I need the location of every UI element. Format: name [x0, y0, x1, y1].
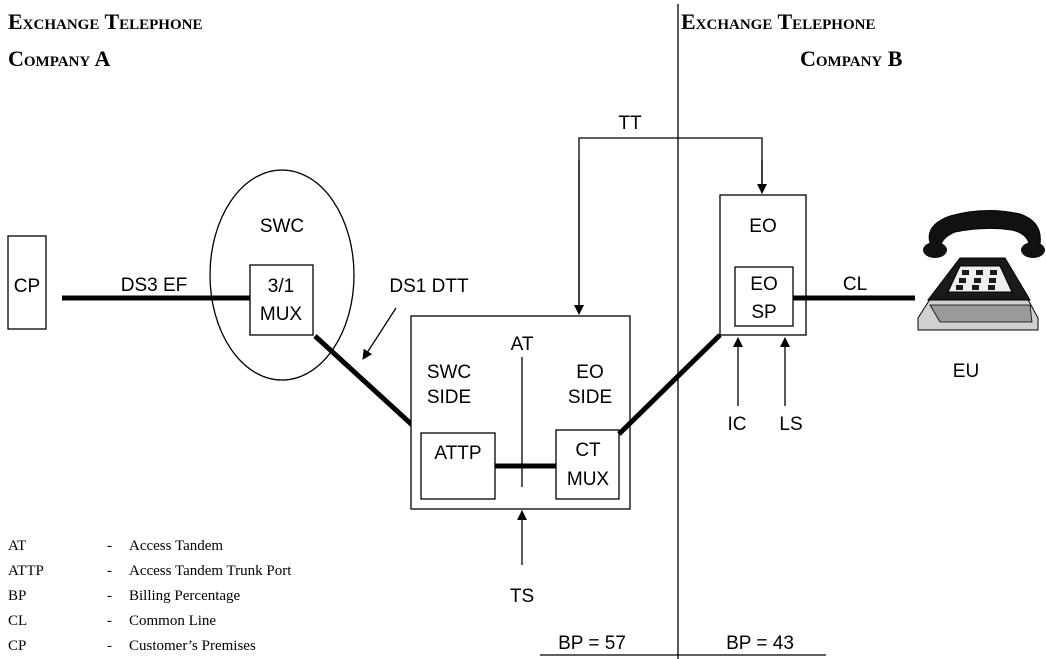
legend-desc: Customer’s Premises [129, 638, 256, 654]
eu-label: EU [953, 361, 979, 382]
legend-abbr: AT [8, 538, 26, 554]
company-a-title-line1: Exchange Telephone [8, 9, 202, 34]
ls-label: LS [779, 414, 802, 435]
telephone-icon [918, 210, 1045, 330]
ds1-dtt-label: DS1 DTT [389, 276, 469, 297]
cp-label: CP [14, 276, 40, 297]
legend-dash: - [107, 588, 112, 604]
bp-right-label: BP = 43 [726, 633, 794, 654]
company-b-title-line1: Exchange Telephone [681, 9, 875, 34]
tt-label: TT [618, 113, 642, 134]
legend-desc: Billing Percentage [129, 588, 241, 604]
eo-sp-label-line2: SP [751, 302, 776, 323]
mux-3-1-label-line1: 3/1 [268, 276, 294, 297]
legend-abbr: BP [8, 588, 26, 604]
at-label: AT [511, 334, 534, 355]
legend-abbr: CP [8, 638, 26, 654]
company-a-title-line2: Company A [8, 46, 111, 71]
eo-side-label-line2: SIDE [568, 387, 612, 408]
legend-desc: Access Tandem [129, 538, 223, 554]
eo-label: EO [749, 216, 776, 237]
eo-sp-label-line1: EO [750, 274, 777, 295]
swc-side-label-line1: SWC [427, 362, 471, 383]
attp-label: ATTP [434, 443, 481, 464]
ct-eo-link [619, 335, 720, 434]
eo-side-label-line1: EO [576, 362, 603, 383]
legend-abbr: CL [8, 613, 27, 629]
legend-dash: - [107, 563, 112, 579]
company-b-title-line2: Company B [800, 46, 903, 71]
ct-mux-label-line2: MUX [567, 469, 610, 490]
cl-label: CL [843, 274, 867, 295]
ds1-dtt-pointer-arrow [363, 308, 396, 359]
ct-mux-label-line1: CT [575, 440, 601, 461]
mux-3-1-label-line2: MUX [260, 304, 303, 325]
legend-desc: Access Tandem Trunk Port [129, 563, 292, 579]
legend: AT - Access Tandem ATTP - Access Tandem … [8, 538, 292, 654]
legend-desc: Common Line [129, 613, 216, 629]
legend-dash: - [107, 613, 112, 629]
bp-left-label: BP = 57 [558, 633, 626, 654]
legend-dash: - [107, 538, 112, 554]
ds3-ef-label: DS3 EF [121, 275, 188, 296]
legend-dash: - [107, 638, 112, 654]
swc-side-label-line2: SIDE [427, 387, 471, 408]
swc-label: SWC [260, 216, 304, 237]
legend-abbr: ATTP [8, 563, 44, 579]
ic-label: IC [728, 414, 747, 435]
ts-label: TS [510, 586, 534, 607]
